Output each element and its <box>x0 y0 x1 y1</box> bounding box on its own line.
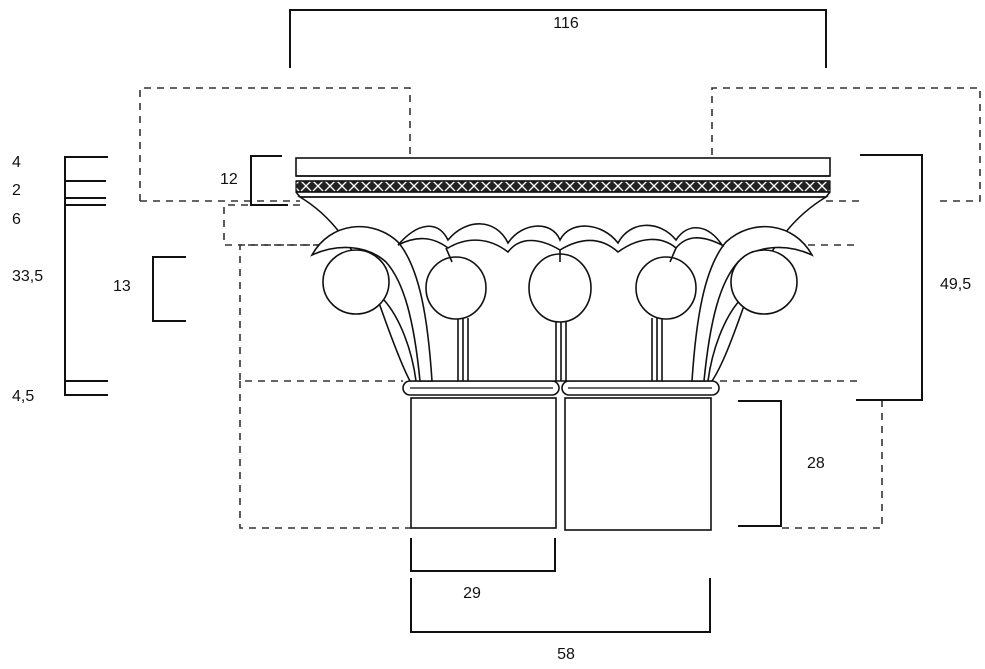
dim-line-capital-height <box>856 154 923 401</box>
leaf-arches <box>397 223 725 254</box>
dashed-block-low-right <box>782 399 883 529</box>
dim-line-base <box>410 578 711 633</box>
label-astragal: 4,5 <box>12 388 34 405</box>
capital-artwork <box>295 157 831 531</box>
label-shaft-height: 28 <box>807 455 825 472</box>
shaft-block-left <box>410 397 557 529</box>
label-abacus-height: 12 <box>220 171 238 188</box>
leaf-stem-right <box>707 299 741 382</box>
fruit-1 <box>322 249 390 315</box>
label-half-base: 29 <box>463 585 481 602</box>
dim-line-fruit <box>152 256 186 322</box>
label-layer-1: 4 <box>12 154 21 171</box>
dim-line-half-base <box>410 538 556 572</box>
dashed-block-low-left <box>239 381 411 529</box>
dim-line-left-column <box>64 156 108 396</box>
label-fruit-height: 13 <box>113 278 131 295</box>
fluted-stems <box>457 318 663 381</box>
shaft-block-right <box>564 397 712 531</box>
dimension-labels: 116 12 4 2 6 33,5 4,5 13 49,5 28 29 58 <box>12 15 971 663</box>
abacus-top-band <box>295 157 831 177</box>
label-total-width: 116 <box>553 15 579 32</box>
label-layer-3: 6 <box>12 211 21 228</box>
dashed-block-upper-left <box>223 204 320 246</box>
dim-line-total-width <box>289 9 827 68</box>
dashed-block-upper-right <box>808 200 860 246</box>
dim-line-abacus <box>250 155 288 206</box>
dashed-block-top-left <box>139 87 411 201</box>
dashed-block-top-right <box>711 87 981 202</box>
label-bell-height: 33,5 <box>12 268 43 285</box>
leaf-left <box>310 225 433 382</box>
fruit-3 <box>528 253 592 323</box>
label-capital-height: 49,5 <box>940 276 971 293</box>
abacus-pattern-band <box>295 180 831 193</box>
fruit-stalks <box>445 247 677 263</box>
fruit-4 <box>635 256 697 320</box>
dim-line-shaft <box>738 400 782 527</box>
dimension-lines <box>64 9 923 633</box>
fruit-5 <box>730 249 798 315</box>
fruit-2 <box>425 256 487 320</box>
dashed-block-mid-left <box>239 244 403 382</box>
label-base-width: 58 <box>557 646 575 663</box>
label-layer-2: 2 <box>12 182 21 199</box>
leaf-stem-left <box>383 299 417 382</box>
